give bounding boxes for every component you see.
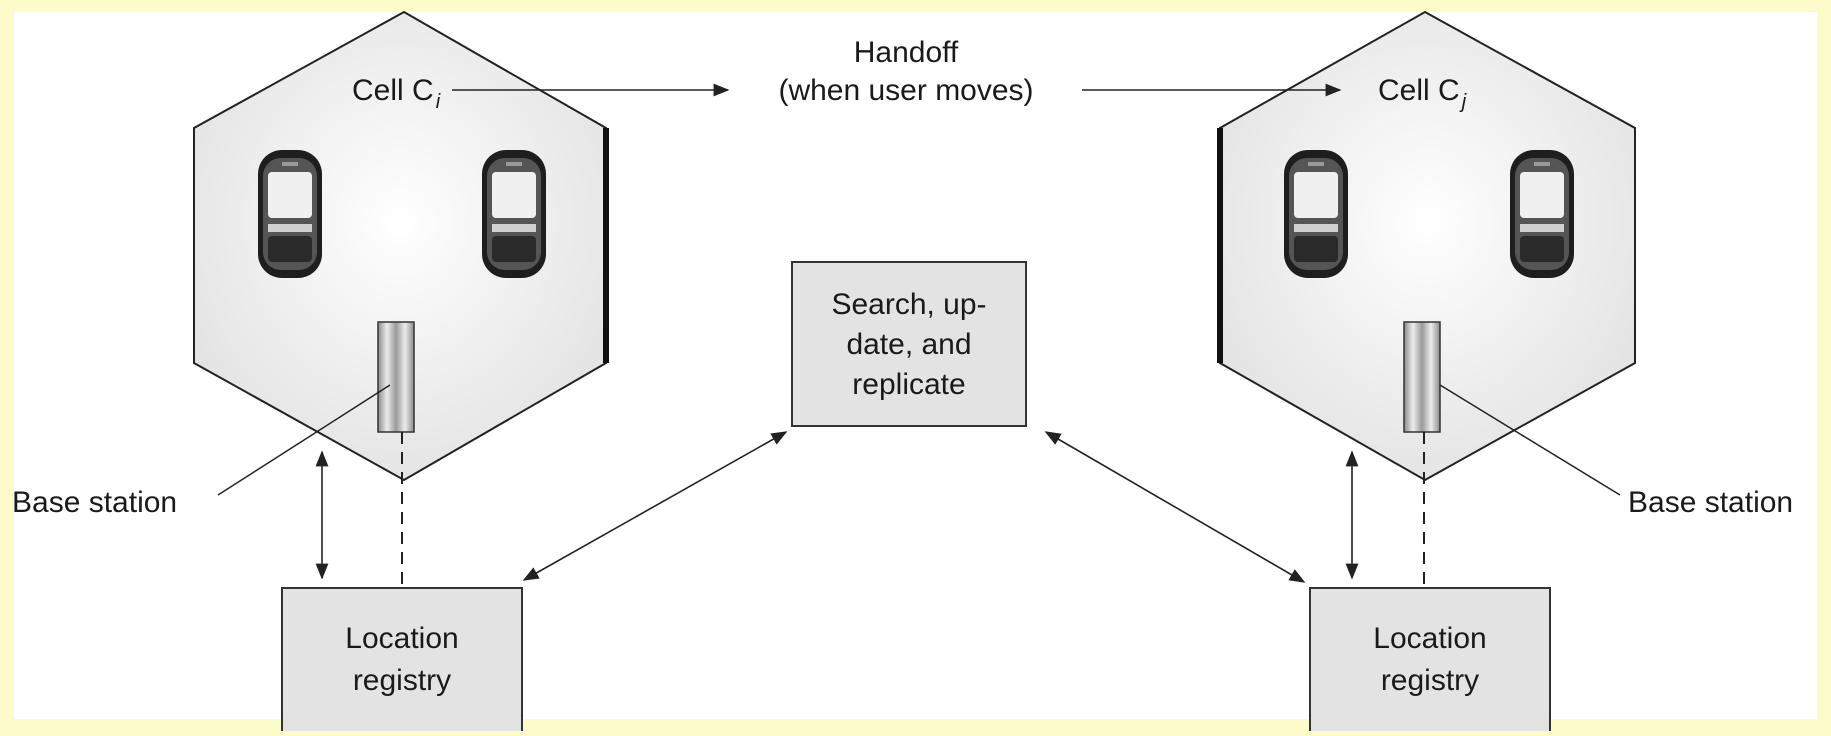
mobile-phone-icon xyxy=(1510,150,1574,278)
base-station-icon xyxy=(377,321,415,433)
cell-left xyxy=(193,10,609,482)
search-box-line2: date, and xyxy=(846,328,971,361)
search-box-line1: Search, up- xyxy=(831,288,986,321)
leader-line xyxy=(217,384,391,496)
location-registry-right: Location registry xyxy=(1309,587,1551,735)
registry-right-line1: Location xyxy=(1373,622,1486,655)
mobile-phone-icon xyxy=(482,150,546,278)
base-station-label-left: Base station xyxy=(12,486,177,519)
base-station-icon xyxy=(1403,321,1441,433)
registry-left-line1: Location xyxy=(345,622,458,655)
location-registry-left: Location registry xyxy=(281,587,523,735)
handoff-subtitle: (when user moves) xyxy=(778,74,1033,107)
mobile-phone-icon xyxy=(1284,150,1348,278)
base-station-label-right: Base station xyxy=(1628,486,1793,519)
search-box-line3: replicate xyxy=(852,368,965,401)
mobile-phone-icon xyxy=(258,150,322,278)
registry-right-line2: registry xyxy=(1381,664,1479,697)
registry-search-link-left xyxy=(522,431,788,581)
search-update-replicate-box: Search, up- date, and replicate xyxy=(791,261,1027,427)
registry-search-link-right xyxy=(1044,431,1306,583)
handoff-title: Handoff xyxy=(854,36,959,69)
registry-left-line2: registry xyxy=(353,664,451,697)
leader-line xyxy=(1439,384,1621,496)
